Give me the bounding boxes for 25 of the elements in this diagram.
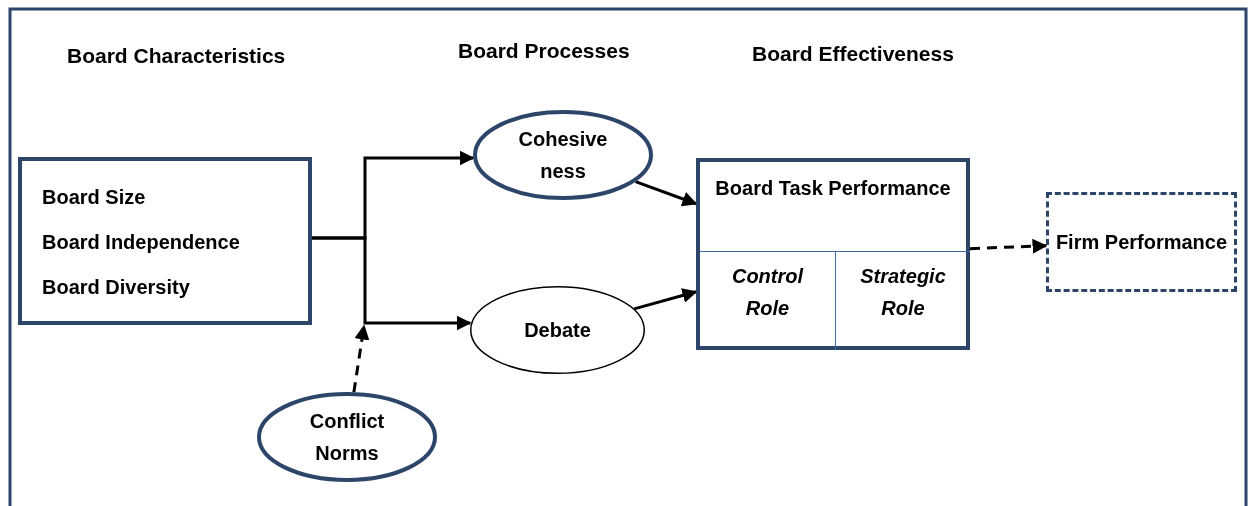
moderator-ellipse xyxy=(257,392,437,482)
characteristic-label: Board Diversity xyxy=(42,275,190,300)
role-cell xyxy=(835,251,970,350)
process-label: Cohesive ness xyxy=(517,127,609,184)
characteristic-label: Board Size xyxy=(42,185,146,210)
process-ellipse xyxy=(470,286,645,374)
characteristic-label: Board Independence xyxy=(42,230,240,255)
dashed-arrow xyxy=(352,324,370,393)
column-heading: Board Characteristics xyxy=(67,44,286,68)
dashed-arrow xyxy=(969,238,1048,254)
effectiveness-label: Board Task Performance xyxy=(715,176,951,201)
effectiveness-box xyxy=(696,158,970,350)
characteristics-box xyxy=(18,157,312,325)
process-label: Debate xyxy=(524,318,591,343)
process-ellipse xyxy=(473,110,653,200)
outcome-box xyxy=(1046,192,1237,292)
column-heading: Board Effectiveness xyxy=(752,42,954,66)
role-label: Control Role xyxy=(730,264,805,321)
arrow xyxy=(312,236,472,331)
arrow xyxy=(633,288,698,311)
moderator-label: Conflict Norms xyxy=(308,409,386,466)
column-heading: Board Processes xyxy=(458,39,630,63)
role-label: Strategic Role xyxy=(859,264,947,321)
outcome-label: Firm Performance xyxy=(1055,230,1228,255)
arrow xyxy=(635,180,698,207)
